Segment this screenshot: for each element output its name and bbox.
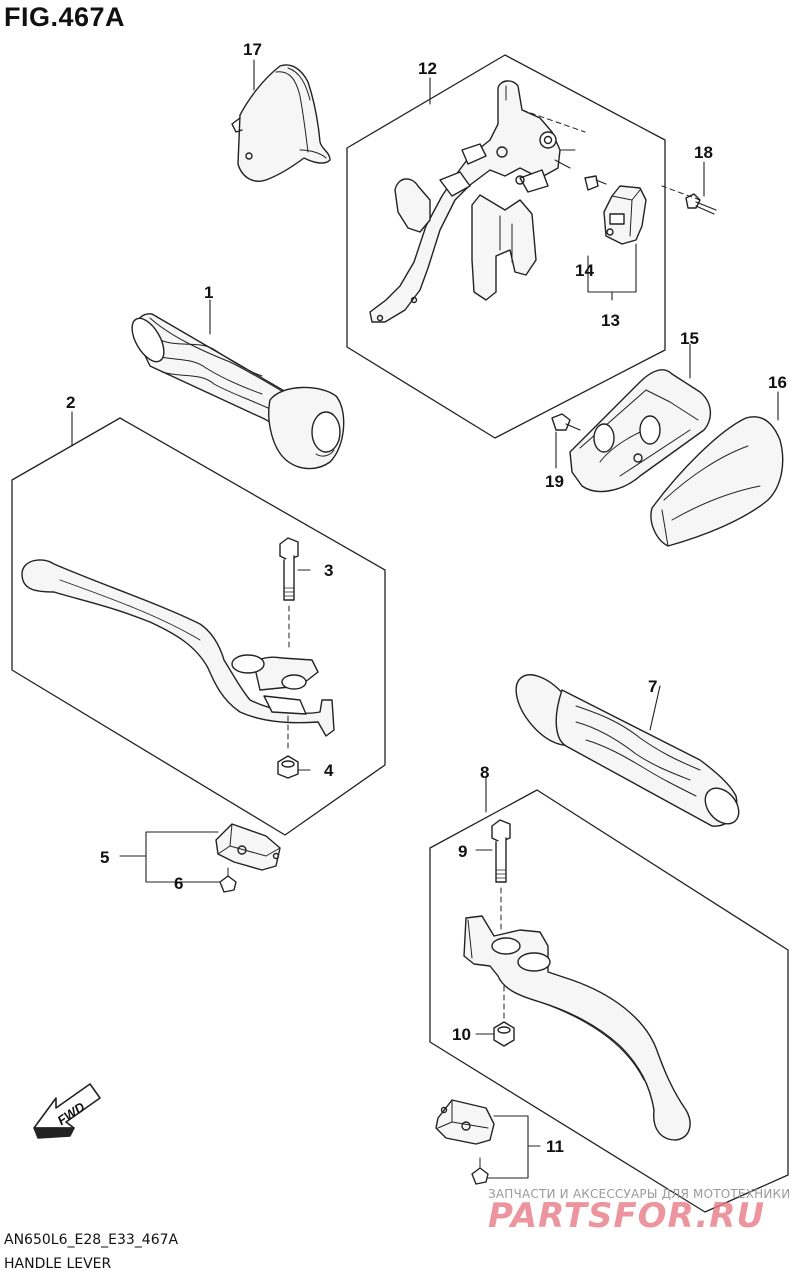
figure-model-code: AN650L6_E28_E33_467A xyxy=(4,1232,179,1248)
part-9-bolt xyxy=(491,819,511,933)
part-11-switch-right xyxy=(435,1099,495,1145)
part-6-screw-left xyxy=(219,867,237,893)
watermark-tagline: ЗАПЧАСТИ И АКСЕССУАРЫ ДЛЯ МОТОТЕХНИКИ xyxy=(488,1187,791,1201)
part-15-housing xyxy=(569,369,711,493)
watermark-brand: PARTSFOR.RU xyxy=(488,1196,766,1236)
group-box-2 xyxy=(11,417,386,836)
group-box-8 xyxy=(429,789,789,1213)
callout-19: 19 xyxy=(545,472,564,491)
callout-17: 17 xyxy=(243,40,262,59)
part-10-nut xyxy=(493,985,515,1047)
callout-16: 16 xyxy=(768,373,787,392)
callout-8: 8 xyxy=(480,763,489,782)
part-5-switch-left xyxy=(215,823,281,871)
part-19-screw xyxy=(551,413,581,431)
part-7-grip-right xyxy=(515,674,740,827)
callout-5: 5 xyxy=(100,848,109,867)
part-14-screw xyxy=(584,175,607,191)
part-4-nut xyxy=(277,715,299,779)
part-2-lever-left xyxy=(21,559,335,737)
part-3-bolt xyxy=(279,537,299,651)
callout-13: 13 xyxy=(601,311,620,330)
fwd-arrow: FWD xyxy=(33,1083,101,1139)
part-17-cover xyxy=(231,64,331,182)
callout-7: 7 xyxy=(648,677,657,696)
part-1-grip-left xyxy=(131,313,345,470)
callout-numbers: 17 12 18 1 14 13 15 16 2 19 3 7 4 8 9 5 … xyxy=(66,40,787,1156)
callout-12: 12 xyxy=(418,59,437,78)
part-8-lever-right xyxy=(463,915,691,1141)
callout-4: 4 xyxy=(324,761,334,780)
callout-2: 2 xyxy=(66,393,75,412)
callout-9: 9 xyxy=(458,842,467,861)
part-18-bolt xyxy=(661,185,717,215)
leader-lines xyxy=(71,59,779,1179)
part-16-hand-guard xyxy=(650,416,784,547)
figure-title: FIG.467A xyxy=(4,2,126,32)
callout-3: 3 xyxy=(324,561,333,580)
figure-name: HANDLE LEVER xyxy=(4,1256,112,1272)
callout-10: 10 xyxy=(452,1025,471,1044)
callout-15: 15 xyxy=(680,329,699,348)
part-13-switch xyxy=(603,185,647,245)
part-11-screw xyxy=(471,1157,489,1185)
callout-18: 18 xyxy=(694,143,713,162)
callout-14: 14 xyxy=(575,261,594,280)
callout-6: 6 xyxy=(174,874,183,893)
callout-1: 1 xyxy=(204,283,213,302)
part-12-bracket-assembly xyxy=(369,80,586,323)
group-box-12 xyxy=(346,54,666,439)
callout-11: 11 xyxy=(546,1137,564,1156)
